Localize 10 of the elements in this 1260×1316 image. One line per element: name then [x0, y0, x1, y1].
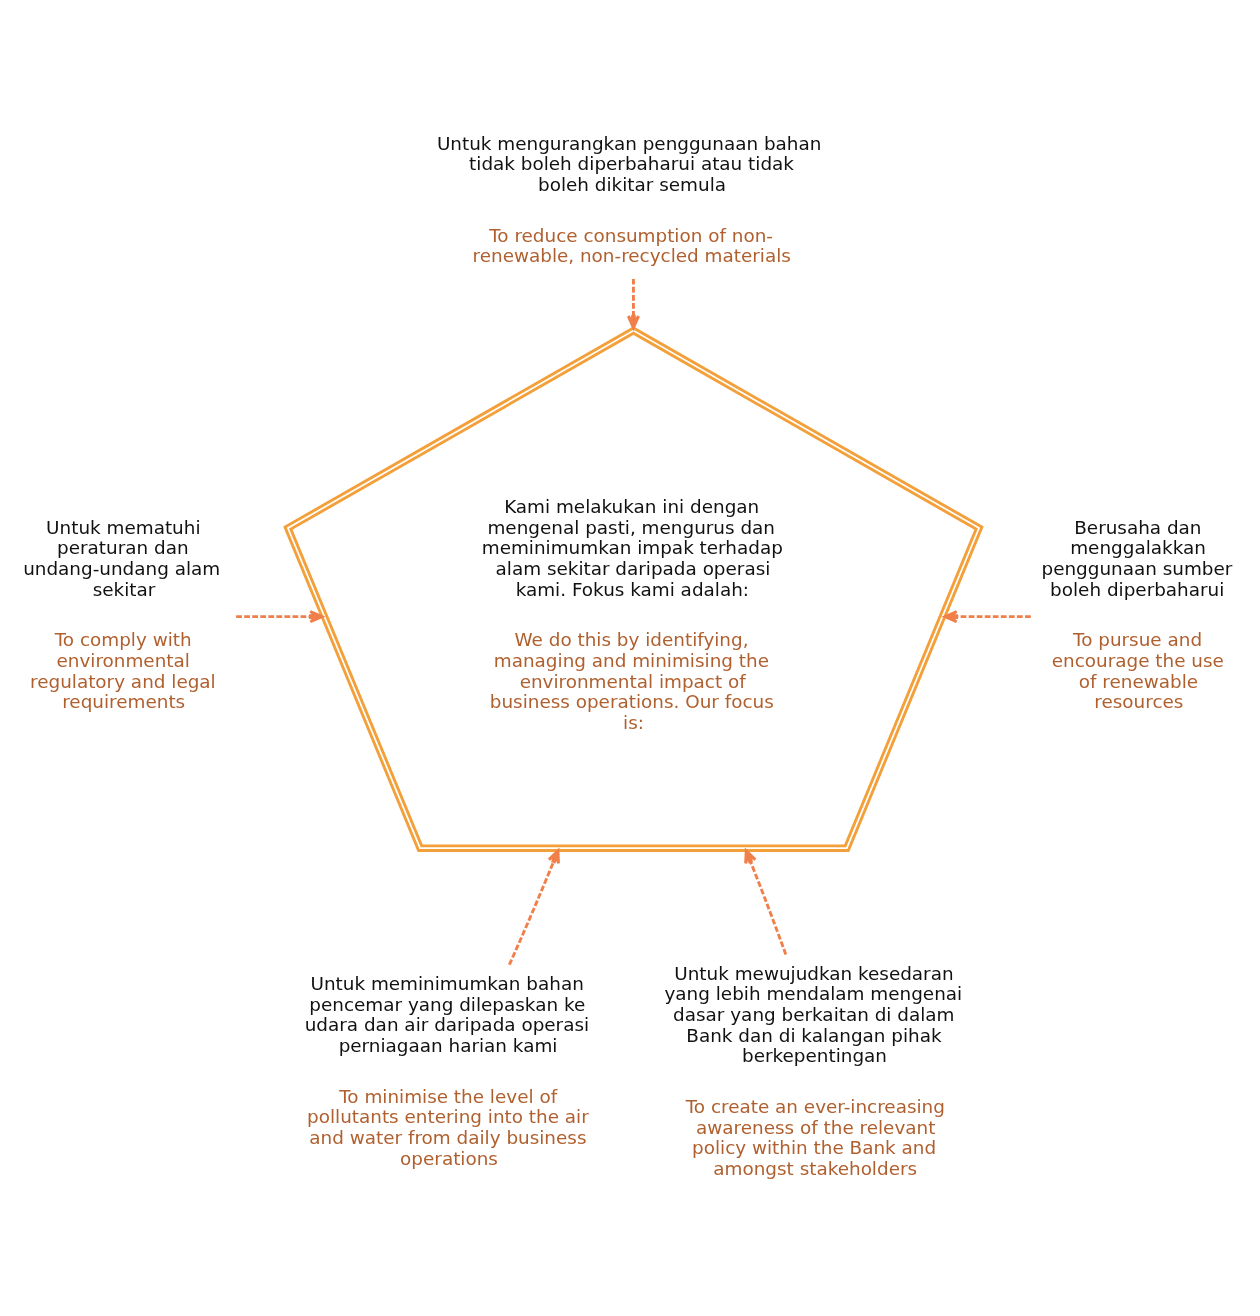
node-text: Untuk meminimumkan bahan pencemar yang dilepaskan ke udara dan air daripada operasi perniagaan harian kami To minimise the level of pollutants entering into the air and water from daily business operations: [304, 973, 590, 1169]
node-text: Untuk mengurangkan penggunaan bahan tidak boleh diperbaharui atau tidak boleh dikitar semula To reduce consumption of non-renewable, non-recycled materials: [436, 132, 822, 267]
node-text: Untuk mewujudkan kesedaran yang lebih mendalam mengenai dasar yang berkaitan di dalam Bank dan di kalangan pihak berkepentingan To create an ever-increasing awareness of the relevant policy within the Bank and amongst stakeholders: [664, 962, 963, 1180]
arrow: [236, 610, 324, 624]
node-text: Untuk mematuhi peraturan dan undang-undang alam sekitar To comply with environmental regulatory and legal requirements: [23, 516, 221, 713]
node-text: Berusaha dan menggalakkan penggunaan sumber boleh diperbaharui To pursue and encourage the use of renewable resources: [1041, 516, 1233, 713]
arrow: [943, 610, 1031, 624]
arrow: [508, 849, 560, 966]
arrow: [744, 849, 788, 955]
arrow: [626, 278, 641, 330]
